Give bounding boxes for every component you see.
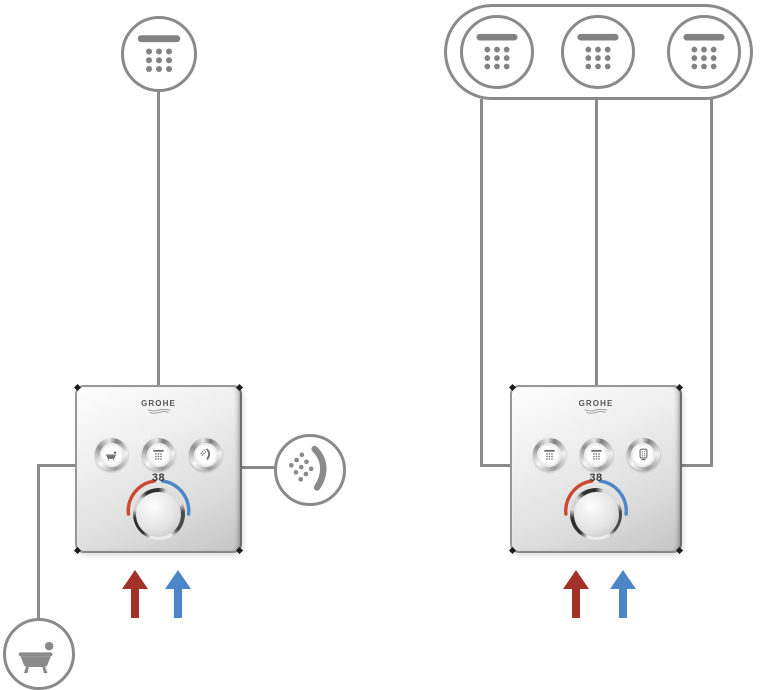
thermostat-panel-left: GROHE — [73, 383, 244, 555]
button-face — [537, 442, 561, 467]
select-button-overhead-shower-1[interactable] — [532, 438, 566, 471]
temperature-label: 38 — [589, 472, 603, 484]
connector-line — [157, 91, 160, 385]
grohe-wave-icon — [584, 408, 608, 414]
connector-line — [241, 466, 276, 469]
button-face — [193, 442, 218, 467]
cold-water-arrow-icon — [165, 570, 191, 618]
bathtub-icon — [105, 450, 116, 461]
corner-screw — [235, 383, 244, 392]
overhead-shower-icon — [590, 449, 602, 460]
temperature-label: 38 — [151, 472, 166, 484]
overhead-shower-outlet — [561, 15, 635, 89]
button-face — [631, 442, 655, 467]
button-face — [99, 442, 124, 467]
connector-line — [710, 99, 713, 467]
overhead-shower-icon — [137, 35, 181, 72]
select-button-bathtub[interactable] — [95, 438, 128, 471]
overhead-shower-icon — [683, 33, 725, 70]
corner-screw — [508, 383, 517, 392]
grohe-logo: GROHE — [512, 399, 680, 415]
connector-line — [595, 99, 598, 385]
hot-water-arrow-icon — [122, 570, 148, 618]
hot-water-arrow-icon — [563, 570, 589, 618]
corner-screw — [675, 383, 684, 392]
bathtub-icon — [18, 641, 54, 674]
overhead-shower-icon — [476, 33, 518, 70]
connector-line — [37, 464, 77, 467]
select-button-overhead-shower-2[interactable] — [579, 438, 613, 471]
temperature-knob[interactable] — [570, 488, 622, 540]
select-button-row — [77, 438, 240, 471]
bathtub-outlet — [3, 618, 75, 690]
cold-water-arrow-icon — [610, 570, 636, 618]
connector-line — [681, 464, 713, 467]
corner-screw — [675, 546, 684, 555]
corner-screw — [73, 383, 82, 392]
grohe-logo: GROHE — [77, 399, 240, 415]
hand-shower-outlet — [274, 434, 346, 506]
connector-line — [37, 464, 40, 620]
select-button-side-shower[interactable] — [626, 438, 660, 471]
overhead-shower-outlet — [667, 15, 741, 89]
thermostat-panel-right: GROHE — [508, 383, 684, 555]
corner-screw — [508, 546, 517, 555]
select-button-hand-shower[interactable] — [189, 438, 222, 471]
connector-line — [480, 99, 483, 467]
temperature-knob[interactable] — [132, 488, 185, 540]
corner-screw — [235, 546, 244, 555]
hand-shower-icon — [289, 445, 327, 491]
connector-line — [480, 464, 512, 467]
overhead-shower-icon — [577, 33, 619, 70]
overhead-shower-icon — [153, 449, 164, 460]
select-button-overhead-shower[interactable] — [142, 438, 175, 471]
grohe-wave-icon — [147, 408, 170, 414]
brand-text: GROHE — [141, 399, 176, 408]
side-shower-icon — [639, 448, 647, 461]
hand-shower-icon — [200, 448, 211, 460]
button-face — [146, 442, 171, 467]
corner-screw — [73, 546, 82, 555]
overhead-shower-icon — [543, 449, 555, 460]
overhead-shower-outlet — [121, 16, 197, 92]
overhead-shower-outlet — [460, 15, 534, 89]
knob-face — [136, 491, 181, 537]
knob-face — [573, 491, 619, 537]
select-button-row — [512, 438, 680, 471]
brand-text: GROHE — [578, 399, 614, 408]
button-face — [584, 442, 608, 467]
